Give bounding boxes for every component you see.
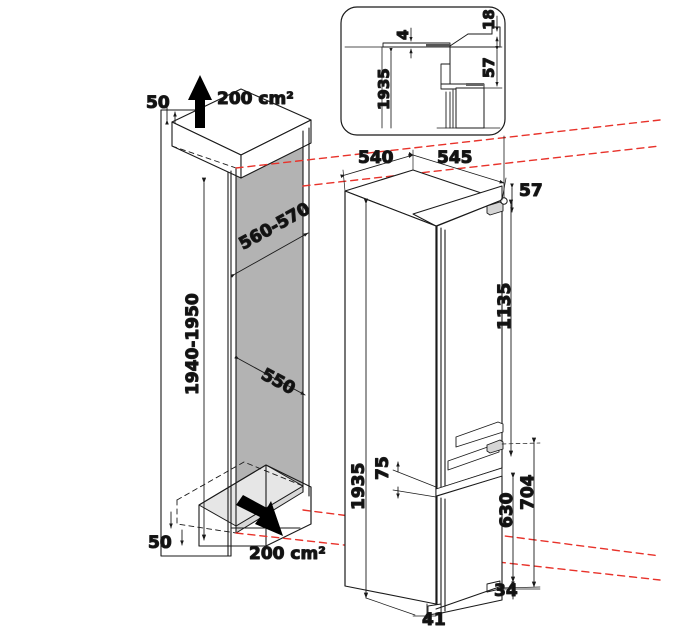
inset-appliance-body (455, 87, 485, 129)
label-freezer-door-height: 630 (497, 492, 517, 528)
niche-dimensions (160, 99, 309, 546)
dim-545-line (408, 151, 505, 184)
hinge-pin-marker (500, 197, 508, 205)
label-inset-height: 1935 (375, 68, 393, 110)
label-bottom-gap: 50 (148, 533, 172, 553)
inset-detail-box: 4 18 57 1935 (340, 6, 506, 136)
label-panel-thickness: 4 (394, 30, 412, 40)
inset-hinge-cap (466, 83, 484, 86)
freezer-door (436, 475, 503, 615)
dim-540-line (340, 154, 414, 178)
vent-guide-bottom (235, 532, 661, 581)
door-gap-strip (435, 467, 503, 497)
dim-75-ext-a (392, 469, 437, 488)
niche-bottom-hidden (176, 499, 237, 534)
label-depth-front: 545 (437, 148, 473, 168)
label-top-gap: 50 (146, 93, 170, 113)
arrow-down-icon (236, 495, 283, 536)
dim-540-ext-a (342, 169, 346, 192)
top-handle-knob (486, 201, 504, 216)
vent-guide-top (235, 119, 661, 169)
dim-niche-depth-line (234, 355, 306, 396)
label-hinge-depth: 57 (480, 57, 498, 78)
label-freezer-section-height: 704 (518, 474, 538, 510)
drawing-root: 50 200 cm² 560-570 1940-1950 550 50 200 … (145, 6, 661, 630)
appliance-foot-front (427, 603, 442, 616)
appliance-base-line (435, 585, 503, 610)
dim-41-base-ext (365, 597, 416, 616)
label-fridge-door-height: 1135 (495, 283, 515, 330)
appliance-group: 540 545 57 1135 75 1935 630 704 34 41 (340, 135, 543, 630)
dim-niche-width-line (230, 232, 309, 278)
label-top-vent: 200 cm² (217, 89, 294, 109)
airflow-arrows (188, 75, 283, 536)
label-depth-rear: 540 (358, 148, 394, 168)
niche-top-box-right (240, 119, 312, 179)
niche-left-wall (160, 109, 232, 557)
inset-door-top-piece (440, 63, 451, 85)
label-foot-front: 41 (422, 610, 446, 630)
label-foot-rear: 34 (494, 581, 518, 601)
label-hinge-offset: 57 (519, 181, 543, 201)
cabinet-niche-group: 50 200 cm² 560-570 1940-1950 550 50 200 … (145, 75, 661, 581)
fridge-door-handle (447, 442, 500, 471)
niche-bottom-hidden-2 (176, 461, 304, 501)
dim-704-ext-bot (499, 586, 541, 589)
freezer-top-handle (455, 421, 504, 448)
appliance-dimensions (340, 149, 541, 621)
dim-704-ext-top (501, 442, 541, 445)
label-bottom-vent: 200 cm² (249, 544, 326, 564)
label-top-overhang: 18 (480, 9, 498, 30)
label-gap-between-doors: 75 (373, 456, 393, 480)
inset-panel-thick (426, 44, 450, 48)
arrow-up-icon (188, 75, 212, 128)
label-total-height: 1935 (349, 463, 369, 510)
dim-545-ext (501, 177, 507, 201)
vent-guide-top-2 (302, 145, 661, 187)
handle-knob (486, 439, 504, 454)
inset-dimensions (389, 15, 503, 129)
appliance-left-side (344, 190, 437, 605)
niche-top-hidden-edges (171, 145, 237, 169)
label-niche-height: 1940-1950 (183, 293, 203, 395)
dim-75-ext-b (392, 489, 437, 498)
